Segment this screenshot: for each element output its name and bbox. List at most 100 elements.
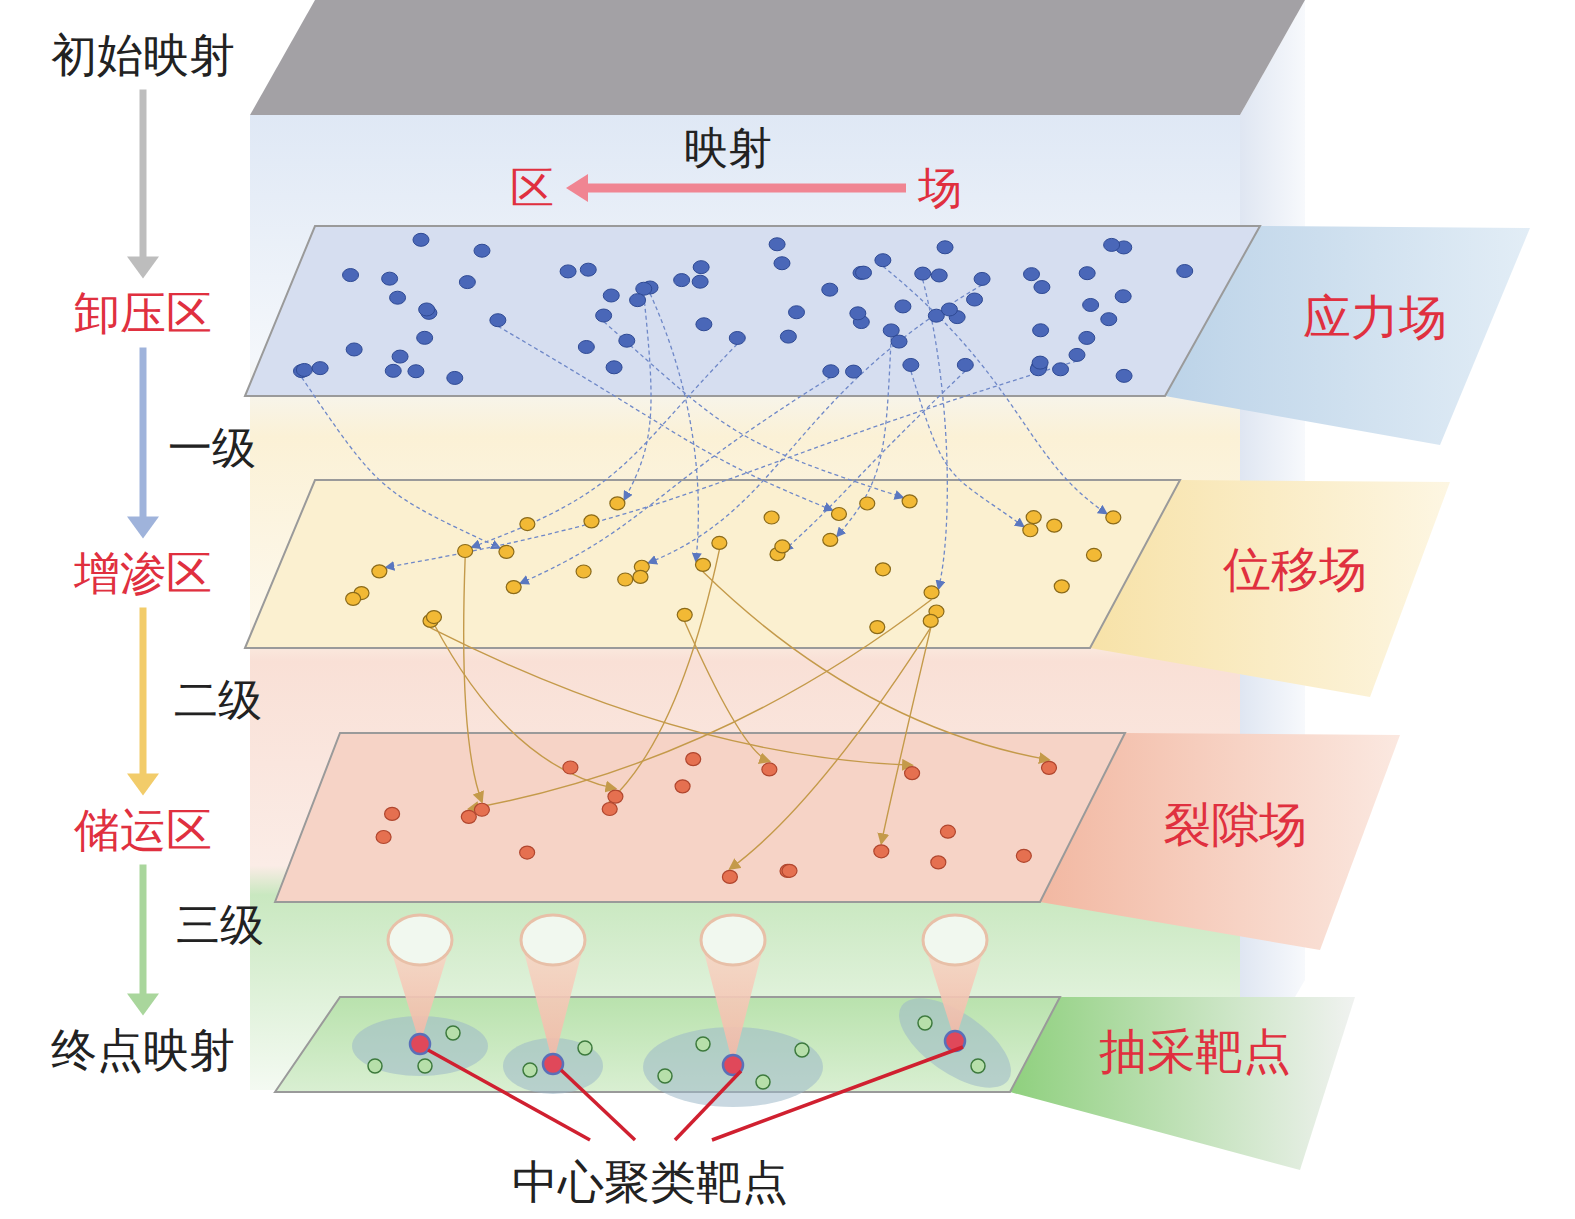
edge-label: 三级 (176, 900, 264, 951)
plane-fracture (275, 733, 1125, 902)
stress-dot (1024, 268, 1040, 281)
stress-dot (967, 293, 983, 306)
displacement-dot (633, 570, 648, 583)
candidate-point (971, 1059, 985, 1073)
map-arrow (472, 344, 737, 547)
displacement-dot (346, 592, 361, 605)
fracture-dot (563, 761, 578, 774)
edge-arrow (566, 174, 906, 202)
map-arrow (624, 295, 651, 500)
candidate-point (418, 1059, 432, 1073)
stress-dot (856, 266, 872, 279)
map-arrow (469, 599, 932, 808)
displacement-dot (860, 497, 875, 510)
node-text: 储运区 (74, 804, 212, 857)
displacement-dot (372, 565, 387, 578)
stress-dot (903, 358, 919, 371)
fracture-dot (722, 870, 737, 883)
displacement-dot (576, 565, 591, 578)
stress-dot (780, 330, 796, 343)
edge-arrow (127, 347, 159, 538)
displacement-dot (1047, 519, 1062, 532)
displacement-dot (831, 507, 846, 520)
fracture-dot (782, 864, 797, 877)
stress-dot (1116, 369, 1132, 382)
stress-dot (957, 358, 973, 371)
stress-dot (459, 276, 475, 289)
displacement-dot (902, 495, 917, 508)
zone-label: 增渗区 (70, 545, 216, 602)
stress-dot (578, 340, 594, 353)
candidate-point (578, 1041, 592, 1055)
map-arrow (498, 326, 832, 510)
stress-dot (417, 331, 433, 344)
fracture-dot (474, 803, 489, 816)
field-tab: 位移场 (1219, 540, 1371, 599)
node-text: 卸压区 (74, 287, 212, 340)
stress-dot (619, 334, 635, 347)
stress-dot (822, 283, 838, 296)
stress-dot (974, 272, 990, 285)
stress-dot (413, 233, 429, 246)
edge-arrow (127, 607, 159, 795)
map-arrow (881, 628, 930, 843)
fracture-dot (1041, 761, 1056, 774)
stress-dot (606, 361, 622, 374)
stress-dot (603, 289, 619, 302)
stress-dot (850, 307, 866, 320)
top-slab (250, 0, 1305, 115)
stress-dot (1069, 348, 1085, 361)
stress-dot (1033, 324, 1049, 337)
stress-dot (823, 365, 839, 378)
stress-dot (560, 265, 576, 278)
tab-target (1010, 997, 1355, 1170)
arrowhead (566, 174, 588, 202)
fracture-dot (940, 825, 955, 838)
node-text: 裂隙场 (1163, 797, 1307, 852)
map-arrow (301, 377, 499, 548)
fracture-dot (376, 831, 391, 844)
zone-label: 储运区 (70, 802, 216, 859)
map-label: 终点映射 (47, 1022, 239, 1079)
edge-line (140, 347, 147, 520)
fracture-dot (675, 780, 690, 793)
dots (293, 233, 1192, 883)
stress-dot (392, 350, 408, 363)
stress-dot (419, 303, 435, 316)
displacement-dot (499, 545, 514, 558)
stress-dot (1034, 281, 1050, 294)
stress-dot (774, 257, 790, 270)
edge-label: 一级 (168, 423, 256, 474)
node-text: 区 (510, 163, 554, 214)
leader-line (675, 1071, 741, 1140)
displacement-dot (584, 515, 599, 528)
target-tab: 抽采靶点 (1095, 1022, 1295, 1081)
fracture-dot (520, 846, 535, 859)
arrowhead (127, 517, 159, 539)
fracture-dot (686, 753, 701, 766)
displacement-dot (712, 536, 727, 549)
map-arrow (386, 361, 1077, 567)
field-tab: 裂隙场 (1159, 795, 1311, 854)
fracture-dot (608, 790, 623, 803)
stress-dot (729, 331, 745, 344)
map-arrow (923, 280, 948, 589)
displacement-dot (923, 614, 938, 627)
stress-dot (580, 263, 596, 276)
map-arrow (431, 628, 913, 765)
stress-dot (390, 291, 406, 304)
stress-dot (312, 362, 328, 375)
displacement-dot (1054, 580, 1069, 593)
displacement-dot (1026, 511, 1041, 524)
stress-dot (875, 254, 891, 267)
map-arrow (911, 371, 1023, 526)
stress-dot (846, 365, 862, 378)
stress-dot (1079, 267, 1095, 280)
displacement-dot (426, 611, 441, 624)
stress-dot (937, 241, 953, 254)
arrowhead (127, 257, 159, 279)
plane-displacement (245, 480, 1180, 648)
stress-dot (1177, 265, 1193, 278)
edge-line (140, 89, 147, 260)
